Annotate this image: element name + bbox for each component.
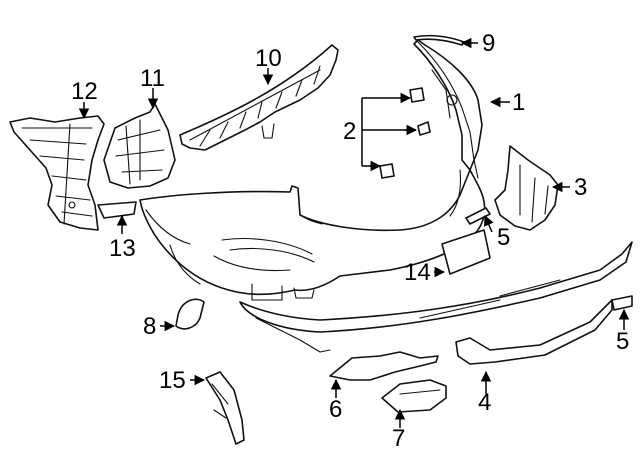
callout-10: 10 bbox=[255, 45, 282, 72]
callout-12: 12 bbox=[71, 78, 98, 105]
part-4-lower-trim bbox=[455, 299, 613, 365]
part-7-tailpipe-trim bbox=[381, 379, 447, 413]
callout-3: 3 bbox=[574, 174, 587, 201]
part-6-reinforcement bbox=[329, 351, 439, 381]
lower-valance bbox=[239, 241, 633, 353]
part-3-side-bracket bbox=[494, 145, 559, 231]
part-14-plate-bracket bbox=[441, 229, 491, 275]
callout-1: 1 bbox=[512, 89, 525, 116]
part-12-bracket bbox=[9, 115, 105, 231]
callout-8: 8 bbox=[143, 313, 156, 340]
callout-4: 4 bbox=[478, 389, 491, 416]
callout-5a: 5 bbox=[497, 224, 510, 251]
part-10-energy-absorber bbox=[179, 44, 339, 151]
part-13-reflector bbox=[97, 201, 137, 219]
part-15-corner-trim bbox=[205, 371, 245, 445]
callout-15: 15 bbox=[159, 367, 186, 394]
callout-6: 6 bbox=[329, 396, 342, 423]
callout-labels: 1 2 3 4 5 5 6 7 8 9 10 11 12 13 14 15 bbox=[71, 30, 629, 452]
callout-11: 11 bbox=[140, 65, 165, 92]
leader-lines bbox=[78, 37, 630, 428]
part-8-cover-cap bbox=[175, 298, 205, 330]
callout-13: 13 bbox=[109, 235, 136, 262]
callout-7: 7 bbox=[392, 425, 405, 452]
callout-14: 14 bbox=[404, 259, 431, 286]
callout-9: 9 bbox=[482, 30, 495, 57]
part-2-clips bbox=[379, 87, 431, 179]
callout-2: 2 bbox=[343, 118, 356, 145]
part-1-bumper-cover bbox=[139, 39, 486, 301]
part-5-clips bbox=[465, 207, 633, 311]
part-11-bracket bbox=[103, 103, 176, 189]
callout-5b: 5 bbox=[616, 328, 629, 355]
